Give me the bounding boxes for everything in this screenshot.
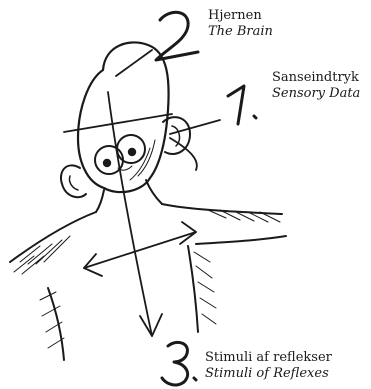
reflex-arrow-right-head [180,222,196,244]
label-reflex-danish: Stimuli af reflekser [205,350,332,366]
brain-leader-line [116,50,152,76]
label-brain-english: The Brain [208,24,273,40]
right-pupil [128,148,136,156]
brain-to-reflex-arrow [108,92,152,336]
label-brain: Hjernen The Brain [208,8,273,40]
label-sensory: Sanseindtryk Sensory Data [272,70,360,102]
brain-to-reflex-arrow-head [140,314,162,336]
left-arm-hatching [14,236,70,274]
label-sensory-danish: Sanseindtryk [272,70,360,86]
left-arm-outline [10,212,96,262]
number-two-glyph [156,12,198,60]
neck-left [96,190,104,212]
label-brain-danish: Hjernen [208,8,273,24]
right-arm-outline [162,204,282,214]
right-side-edge [196,236,286,244]
label-sensory-english: Sensory Data [272,86,360,102]
right-torso-outline [188,246,198,332]
reflex-arrow-horizontal [84,232,196,268]
neck-right [146,180,162,204]
label-reflex: Stimuli af reflekser Stimuli of Reflexes [205,350,332,382]
number-three-glyph [162,342,196,385]
left-torso-outline [48,288,64,360]
head-shading [130,140,155,180]
number-one-glyph [228,86,256,124]
left-pupil [103,159,111,167]
left-ear-inner [69,176,78,190]
left-ear [61,165,86,197]
label-reflex-english: Stimuli of Reflexes [205,366,332,382]
